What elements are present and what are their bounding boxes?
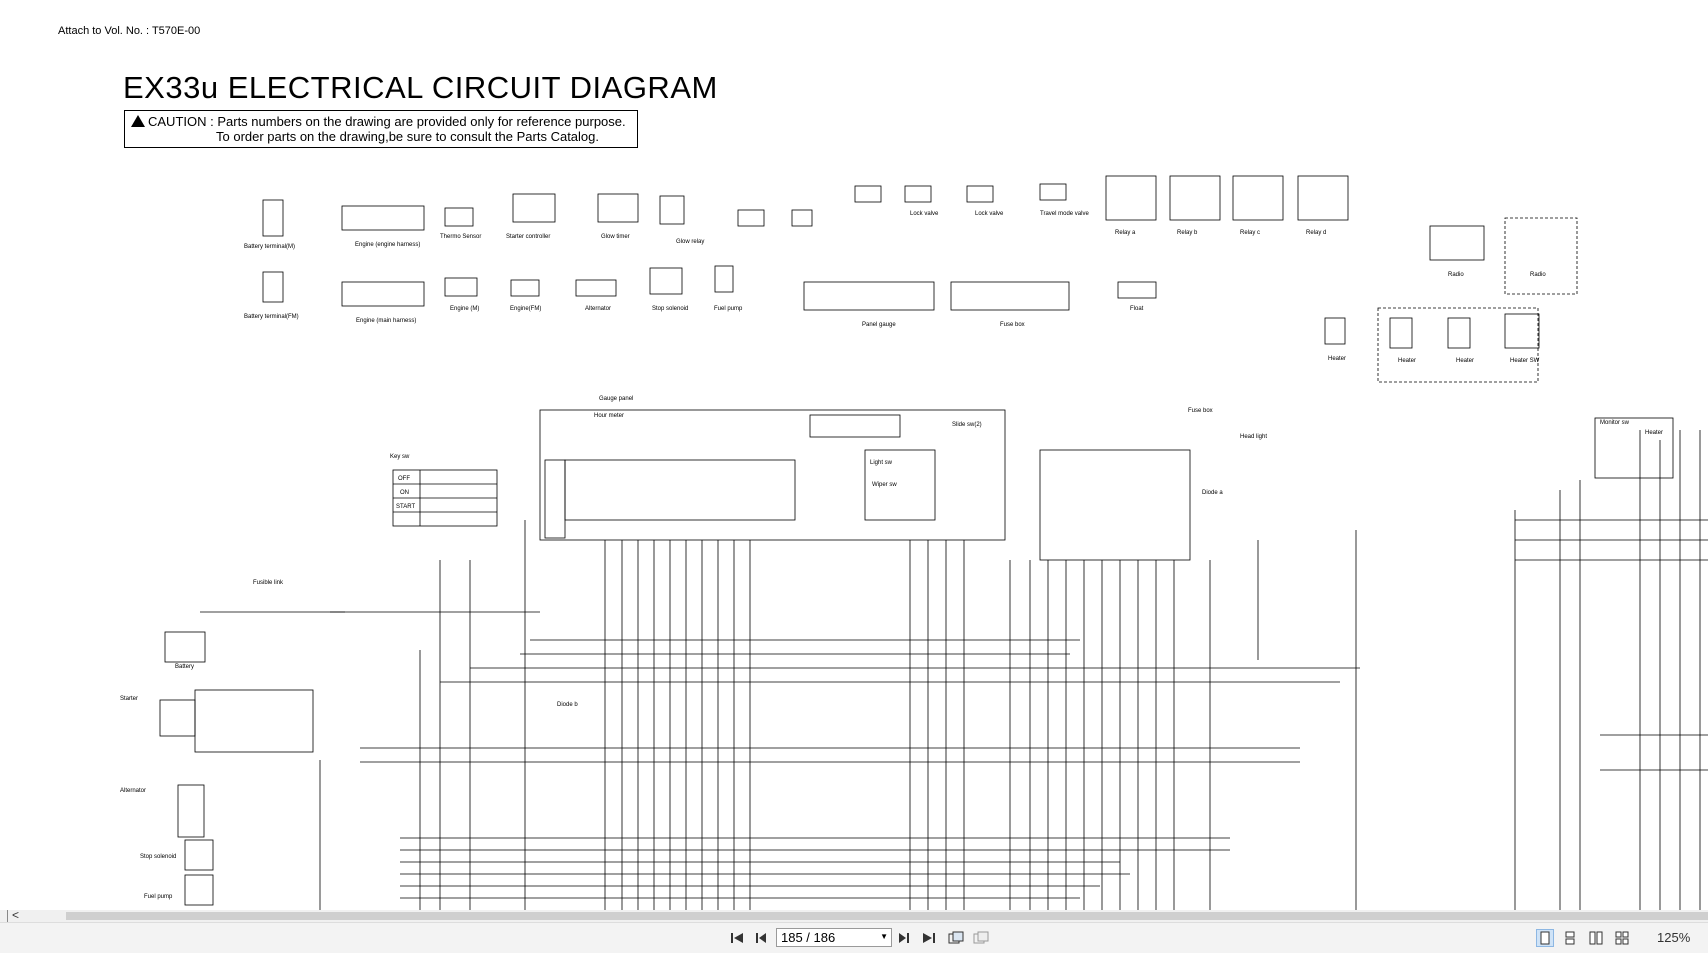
circuit-diagram: Battery terminal(M) Battery terminal(FM)… bbox=[120, 175, 1708, 910]
svg-text:Alternator: Alternator bbox=[120, 788, 146, 794]
single-page-view-button[interactable] bbox=[1536, 929, 1554, 947]
last-page-button[interactable] bbox=[920, 929, 938, 947]
svg-text:Engine (engine harness): Engine (engine harness) bbox=[355, 242, 420, 248]
svg-text:Diode b: Diode b bbox=[557, 702, 578, 708]
svg-text:Thermo Sensor: Thermo Sensor bbox=[440, 234, 481, 240]
svg-text:Slide sw(2): Slide sw(2) bbox=[952, 422, 982, 428]
go-back-view-button[interactable] bbox=[947, 929, 965, 947]
caution-box: CAUTION : Parts numbers on the drawing a… bbox=[124, 110, 638, 148]
zoom-level[interactable]: 125% bbox=[1657, 930, 1691, 945]
svg-text:Hour meter: Hour meter bbox=[594, 413, 624, 419]
svg-text:Monitor sw: Monitor sw bbox=[1600, 420, 1630, 426]
svg-text:Heater: Heater bbox=[1328, 356, 1346, 362]
two-page-view-button[interactable] bbox=[1587, 929, 1605, 947]
svg-text:Fuse box: Fuse box bbox=[1000, 322, 1025, 328]
svg-text:START: START bbox=[396, 504, 415, 510]
page-title: EX33u ELECTRICAL CIRCUIT DIAGRAM bbox=[123, 70, 718, 105]
svg-text:Gauge panel: Gauge panel bbox=[599, 396, 633, 402]
two-page-continuous-button[interactable] bbox=[1613, 929, 1631, 947]
svg-text:OFF: OFF bbox=[398, 476, 410, 482]
svg-text:Heater SW: Heater SW bbox=[1510, 358, 1540, 364]
page-dropdown-icon[interactable]: ▼ bbox=[880, 932, 888, 941]
svg-text:Fusible link: Fusible link bbox=[253, 580, 284, 586]
svg-text:Travel mode valve: Travel mode valve bbox=[1040, 211, 1089, 217]
next-page-icon bbox=[899, 933, 909, 943]
single-page-icon bbox=[1540, 931, 1550, 945]
svg-text:Fuel pump: Fuel pump bbox=[714, 306, 743, 312]
svg-text:Float: Float bbox=[1130, 306, 1144, 312]
caution-line-2: To order parts on the drawing,be sure to… bbox=[216, 129, 599, 144]
svg-text:Fuse box: Fuse box bbox=[1188, 408, 1213, 414]
page-number-value: 185 / 186 bbox=[781, 930, 836, 945]
svg-text:Wiper sw: Wiper sw bbox=[872, 482, 897, 488]
previous-page-button[interactable] bbox=[752, 929, 770, 947]
svg-text:Relay a: Relay a bbox=[1115, 230, 1136, 236]
horizontal-scrollbar[interactable]: < bbox=[0, 908, 1708, 922]
svg-text:Light sw: Light sw bbox=[870, 460, 893, 466]
document-page: Attach to Vol. No. : T570E-00 EX33u ELEC… bbox=[58, 25, 1708, 910]
two-page-continuous-icon bbox=[1615, 931, 1629, 945]
svg-text:Key sw: Key sw bbox=[390, 454, 410, 460]
svg-text:Battery: Battery bbox=[175, 664, 194, 670]
svg-text:Diode a: Diode a bbox=[1202, 490, 1223, 496]
svg-text:ON: ON bbox=[400, 490, 409, 496]
page-number-input[interactable]: 185 / 186 ▼ bbox=[776, 928, 892, 947]
svg-text:Glow timer: Glow timer bbox=[601, 234, 630, 240]
svg-text:Battery terminal(FM): Battery terminal(FM) bbox=[244, 314, 299, 320]
first-page-icon bbox=[731, 933, 743, 943]
last-page-icon bbox=[923, 933, 935, 943]
svg-text:Radio: Radio bbox=[1530, 272, 1546, 278]
svg-text:Radio: Radio bbox=[1448, 272, 1464, 278]
previous-view-icon bbox=[948, 931, 964, 944]
svg-text:Relay b: Relay b bbox=[1177, 230, 1198, 236]
next-page-button[interactable] bbox=[895, 929, 913, 947]
svg-text:Engine (M): Engine (M) bbox=[450, 306, 479, 312]
svg-text:Relay c: Relay c bbox=[1240, 230, 1260, 236]
svg-text:Heater: Heater bbox=[1398, 358, 1416, 364]
pdf-toolbar: 185 / 186 ▼ 125% bbox=[0, 922, 1708, 953]
scroll-left-icon[interactable]: < bbox=[12, 908, 20, 922]
svg-text:Stop solenoid: Stop solenoid bbox=[140, 854, 176, 860]
svg-text:Battery terminal(M): Battery terminal(M) bbox=[244, 244, 295, 250]
svg-text:Alternator: Alternator bbox=[585, 306, 611, 312]
svg-text:Fuel pump: Fuel pump bbox=[144, 894, 173, 900]
svg-text:Heater: Heater bbox=[1456, 358, 1474, 364]
svg-text:Relay d: Relay d bbox=[1306, 230, 1326, 236]
scrollbar-thumb[interactable] bbox=[66, 912, 1708, 920]
svg-text:Head light: Head light bbox=[1240, 434, 1267, 440]
go-forward-view-button[interactable] bbox=[972, 929, 990, 947]
svg-text:Starter controller: Starter controller bbox=[506, 234, 550, 240]
svg-text:Engine(FM): Engine(FM) bbox=[510, 306, 541, 312]
continuous-page-icon bbox=[1565, 931, 1575, 945]
continuous-view-button[interactable] bbox=[1561, 929, 1579, 947]
warning-icon bbox=[131, 115, 145, 127]
svg-text:Lock valve: Lock valve bbox=[910, 211, 939, 217]
next-view-icon bbox=[973, 931, 989, 944]
svg-text:Panel gauge: Panel gauge bbox=[862, 322, 896, 328]
previous-page-icon bbox=[756, 933, 766, 943]
svg-text:Heater: Heater bbox=[1645, 430, 1663, 436]
svg-text:Starter: Starter bbox=[120, 696, 138, 702]
two-page-icon bbox=[1589, 931, 1603, 945]
svg-text:Lock valve: Lock valve bbox=[975, 211, 1004, 217]
svg-text:Glow relay: Glow relay bbox=[676, 239, 704, 245]
first-page-button[interactable] bbox=[728, 929, 746, 947]
svg-text:Stop solenoid: Stop solenoid bbox=[652, 306, 688, 312]
attach-vol-text: Attach to Vol. No. : T570E-00 bbox=[58, 25, 201, 37]
caution-line-1: CAUTION : Parts numbers on the drawing a… bbox=[148, 114, 626, 129]
svg-text:Engine (main harness): Engine (main harness) bbox=[356, 318, 416, 324]
scrollbar-edge bbox=[0, 910, 8, 922]
